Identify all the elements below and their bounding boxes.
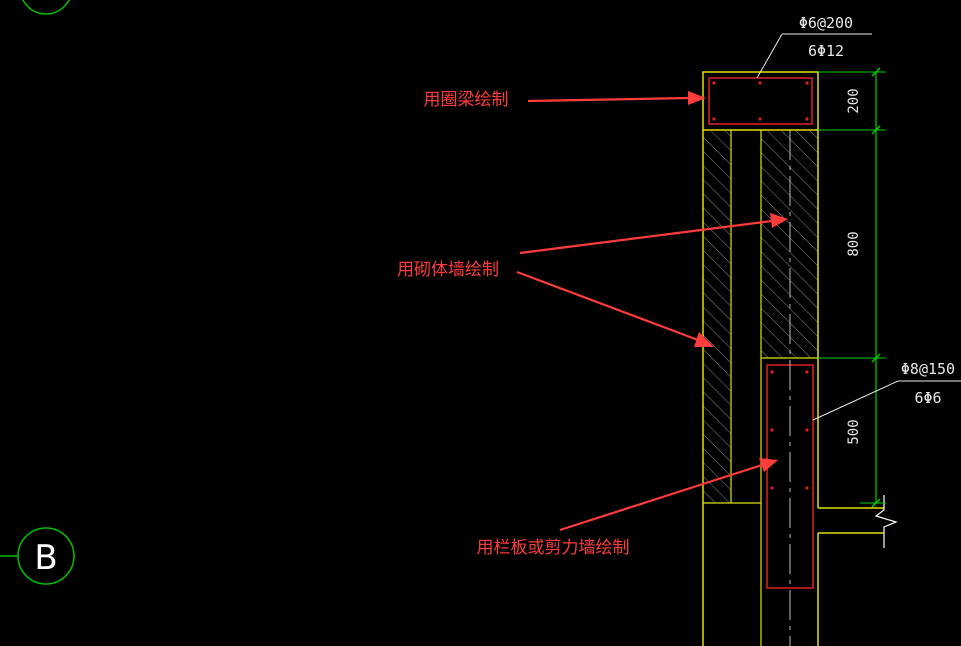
callout-ring-beam: 用圈梁绘制 bbox=[424, 90, 706, 110]
rebar-dot bbox=[758, 81, 762, 85]
note-parapet-shear-wall: 用栏板或剪力墙绘制 bbox=[477, 538, 630, 558]
dimension-chain: 200 800 500 bbox=[818, 67, 886, 508]
parapet-shear-wall bbox=[760, 130, 814, 646]
ring-beam-outline bbox=[702, 71, 819, 131]
rebar-dot bbox=[805, 370, 809, 374]
rebar-dot bbox=[770, 486, 774, 490]
grid-circle-top bbox=[22, 0, 70, 15]
ring-beam-stirrup-label: Φ6@200 bbox=[799, 14, 853, 32]
rebar-dot bbox=[805, 486, 809, 490]
arrow-head bbox=[759, 458, 778, 472]
rebar-dot bbox=[805, 117, 809, 121]
arrow-head bbox=[688, 91, 706, 105]
rebar-dot bbox=[770, 428, 774, 432]
dimension-text: 200 bbox=[846, 88, 862, 113]
grid-axis-label: B bbox=[34, 538, 57, 578]
break-line-symbol bbox=[874, 495, 898, 548]
ring-beam-rebar-annotation: Φ6@200 6Φ12 bbox=[756, 14, 872, 79]
masonry-wall-left-hatch bbox=[703, 130, 731, 503]
ring-beam-stirrup bbox=[708, 77, 813, 125]
grid-axis-b: B bbox=[0, 527, 75, 585]
note-ring-beam: 用圈梁绘制 bbox=[424, 90, 509, 110]
lower-main-rebar-label: 6Φ6 bbox=[914, 389, 941, 407]
ring-beam bbox=[702, 71, 819, 131]
note-masonry-wall: 用砌体墙绘制 bbox=[397, 260, 499, 280]
slab-outline bbox=[817, 495, 898, 646]
callout-parapet-shear-wall: 用栏板或剪力墙绘制 bbox=[477, 458, 778, 558]
ring-beam-main-rebar-label: 6Φ12 bbox=[808, 42, 844, 60]
grid-axis-circle bbox=[17, 527, 75, 585]
rebar-dot bbox=[770, 370, 774, 374]
lower-rebar-annotation: Φ8@150 6Φ6 bbox=[812, 360, 961, 421]
dimension-text: 800 bbox=[846, 231, 862, 256]
lower-stirrup-label: Φ8@150 bbox=[901, 360, 955, 378]
rebar-dot bbox=[805, 81, 809, 85]
rebar-dot bbox=[805, 428, 809, 432]
arrow-head bbox=[770, 213, 788, 228]
dimension-text: 500 bbox=[846, 419, 862, 444]
rebar-dot bbox=[758, 117, 762, 121]
rebar-dot bbox=[712, 117, 716, 121]
rebar-dot bbox=[712, 81, 716, 85]
callout-masonry-wall: 用砌体墙绘制 bbox=[397, 213, 788, 347]
arrow-head bbox=[694, 332, 714, 347]
